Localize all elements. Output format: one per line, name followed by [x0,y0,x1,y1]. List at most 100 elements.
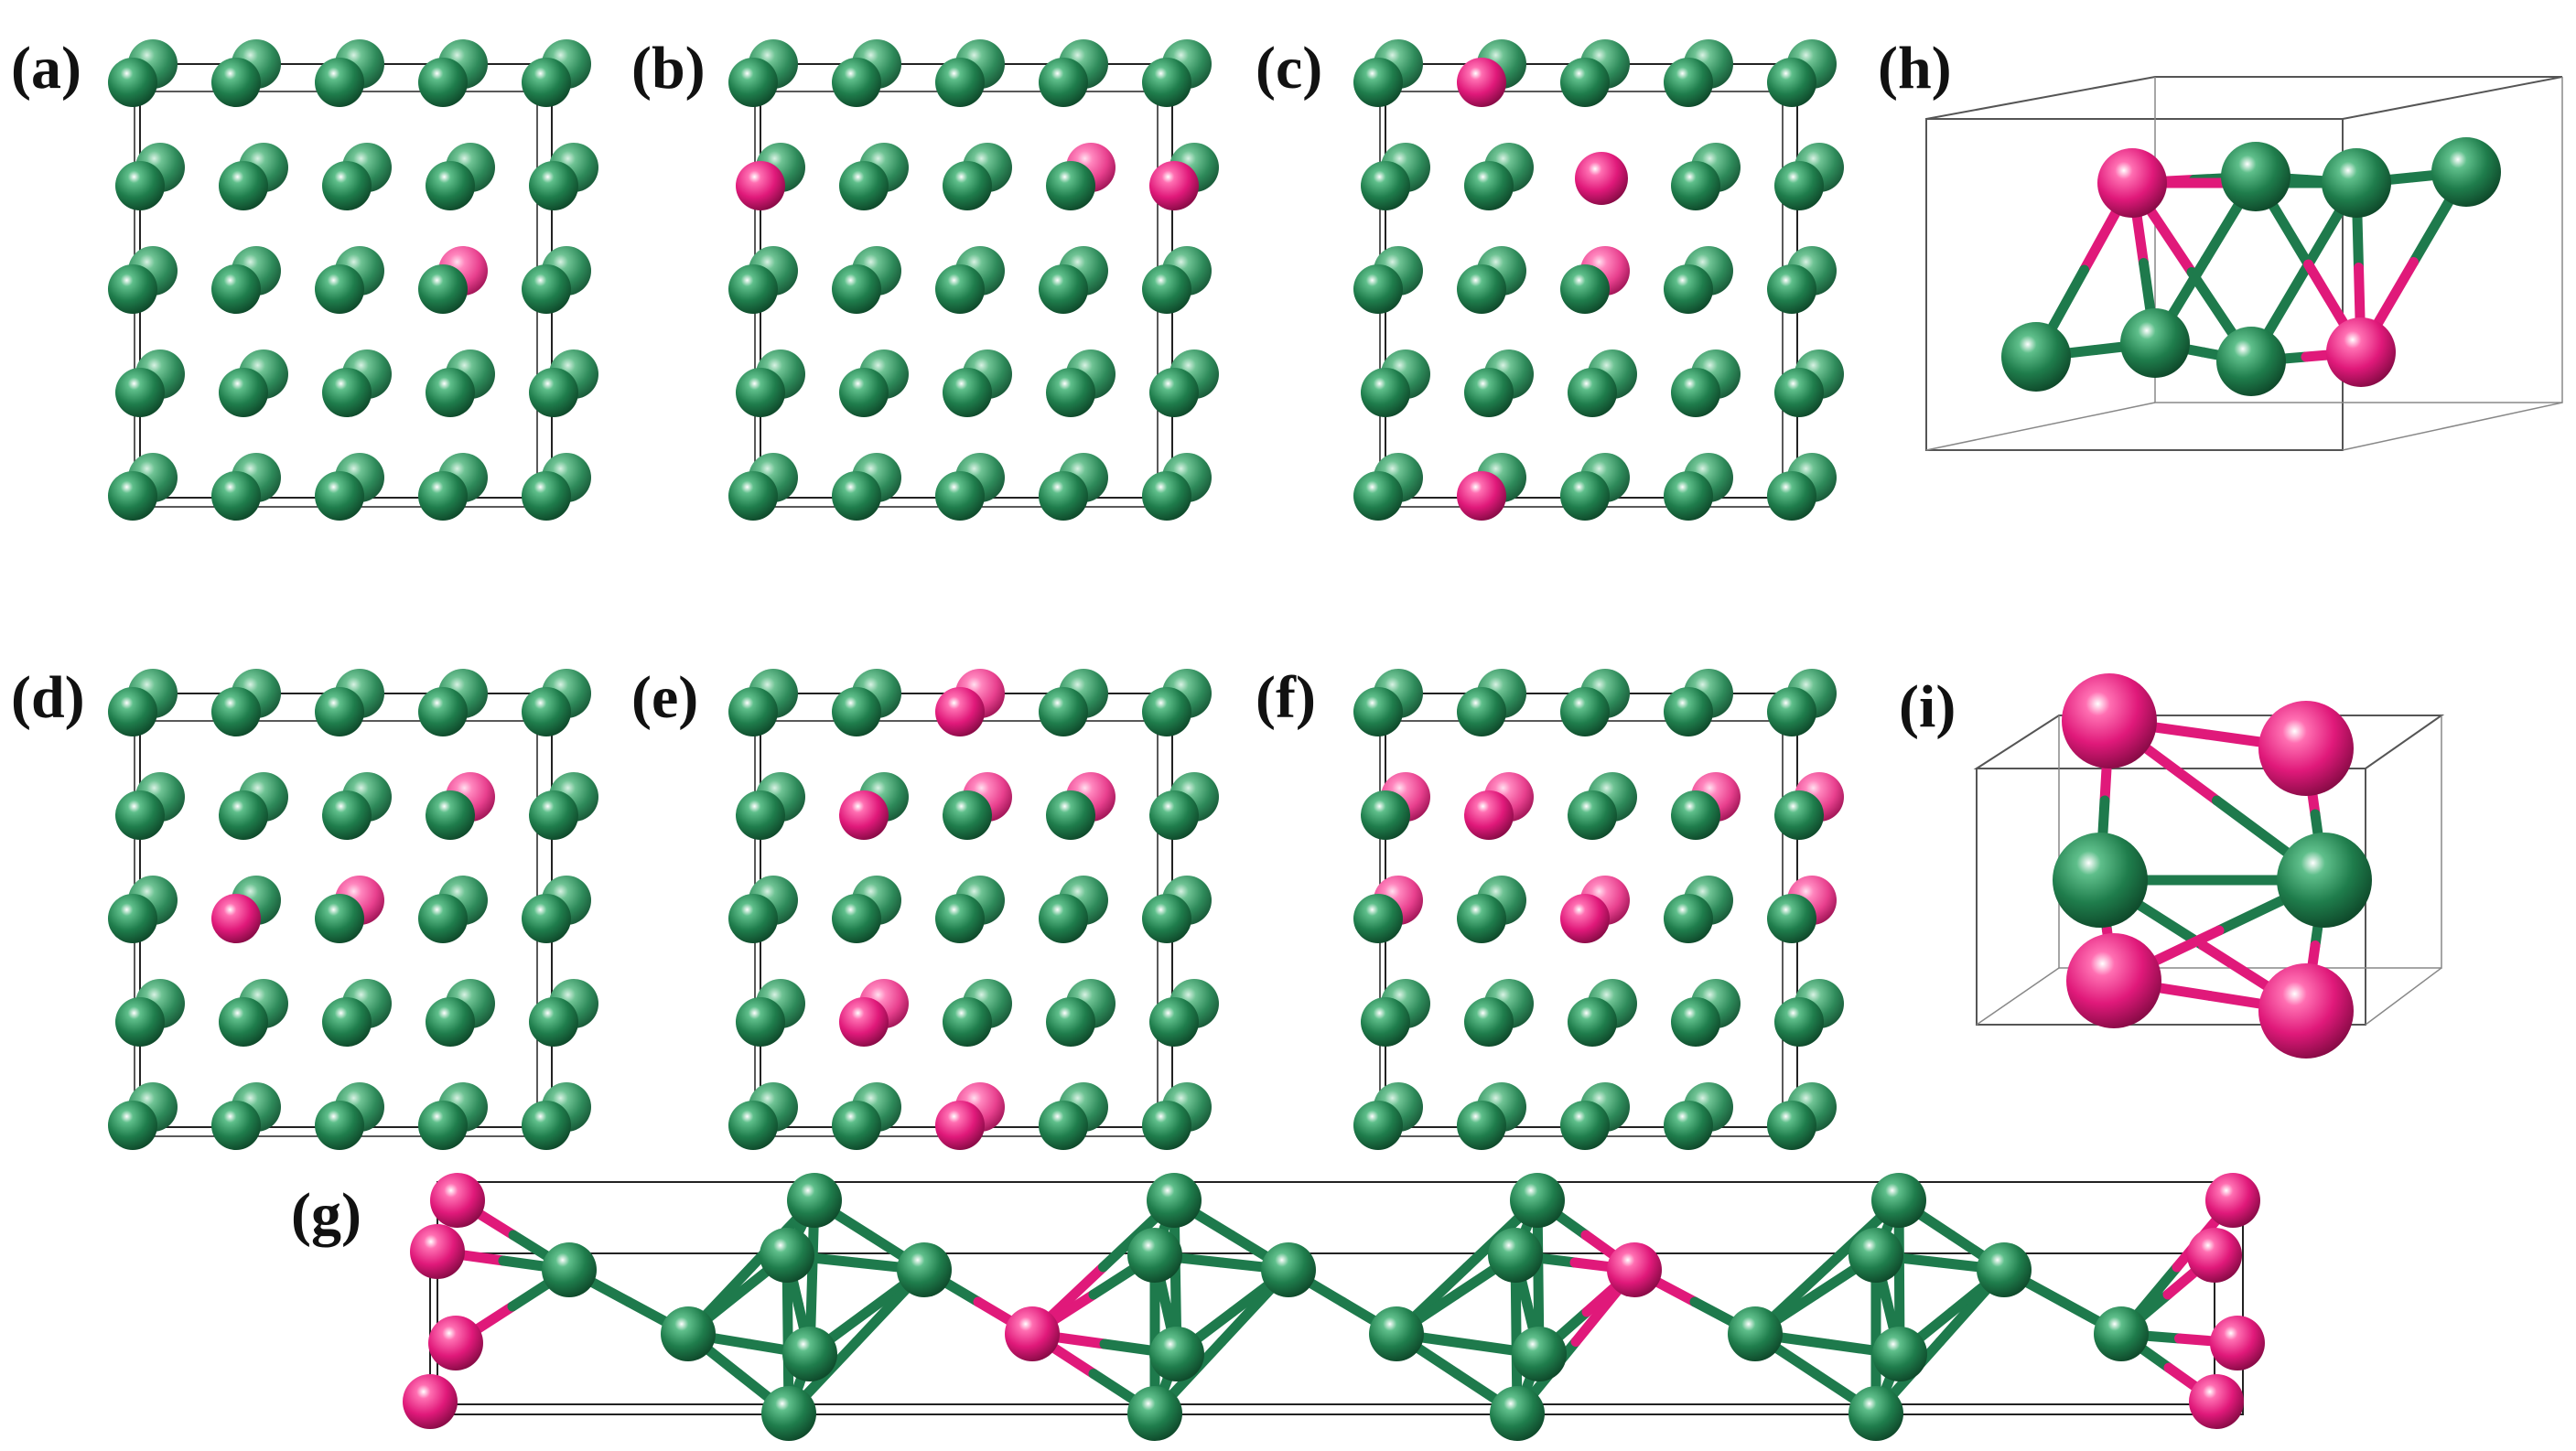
magenta-atom [403,1374,458,1429]
green-atom [943,790,992,840]
green-atom [736,368,785,417]
green-atom [943,997,992,1047]
unit-cell-outline [1925,76,2563,120]
green-atom [943,161,992,210]
magenta-atom [1607,1242,1662,1297]
green-atom [426,997,475,1047]
green-atom [782,1327,837,1381]
magenta-atom [1457,58,1506,107]
unit-cell-outline [1925,402,2156,451]
green-atom [315,1101,364,1150]
panel-label-f: (f) [1256,664,1316,731]
green-atom [1046,368,1095,417]
green-atom [1353,687,1403,736]
green-atom [108,1101,157,1150]
green-atom [1512,1327,1567,1381]
green-atom [728,471,778,521]
green-atom [1767,687,1816,736]
green-atom [115,997,165,1047]
green-atom [322,161,372,210]
green-atom [935,471,985,521]
magenta-atom [2205,1173,2260,1228]
green-atom [728,58,778,107]
panel-label-e: (e) [631,664,699,731]
green-atom [1457,1101,1506,1150]
green-atom [1046,997,1095,1047]
green-atom [1664,471,1713,521]
panel-label-i: (i) [1899,673,1956,740]
green-atom [839,368,889,417]
green-atom [211,58,261,107]
supercell-outline [437,1181,2244,1415]
green-atom [1127,1386,1182,1441]
green-atom [108,264,157,314]
green-atom [108,471,157,521]
green-atom [426,790,475,840]
green-atom [661,1306,716,1361]
green-atom [1039,687,1088,736]
green-atom [1671,997,1720,1047]
magenta-atom [839,790,889,840]
green-atom [426,368,475,417]
green-atom [1457,894,1506,943]
green-atom [1149,368,1199,417]
green-atom [418,894,468,943]
green-atom [1671,790,1720,840]
magenta-atom [211,894,261,943]
green-atom [1464,161,1514,210]
green-atom [1977,1242,2032,1297]
green-atom [935,58,985,107]
green-atom [1774,997,1824,1047]
green-atom [1664,894,1713,943]
green-atom [1664,1101,1713,1150]
green-atom [1568,368,1617,417]
magenta-atom [2097,148,2167,218]
green-atom [760,1228,814,1283]
panel-label-d: (d) [11,664,85,731]
green-atom [1149,997,1199,1047]
green-atom [728,264,778,314]
green-atom [315,58,364,107]
magenta-atom [1560,894,1610,943]
green-atom [736,790,785,840]
green-atom [1457,264,1506,314]
green-atom [2094,1306,2149,1361]
green-atom [219,161,268,210]
green-atom [418,687,468,736]
green-atom [1767,58,1816,107]
unit-cell-outline [1976,967,2060,1026]
green-atom [315,687,364,736]
green-atom [529,997,578,1047]
magenta-atom [1005,1306,1060,1361]
green-atom [219,368,268,417]
green-atom [522,264,571,314]
green-atom [1046,161,1095,210]
green-atom [1039,1101,1088,1150]
green-atom [832,471,881,521]
green-atom [832,58,881,107]
green-atom [728,894,778,943]
magenta-atom [1575,152,1628,205]
green-atom [1142,687,1191,736]
green-atom [1361,161,1410,210]
green-atom [522,687,571,736]
green-atom [1457,687,1506,736]
green-atom [1767,471,1816,521]
green-atom [418,1101,468,1150]
green-atom [1767,1101,1816,1150]
green-atom [1560,687,1610,736]
green-atom [322,790,372,840]
green-atom [2221,142,2290,211]
green-atom [1361,368,1410,417]
green-atom [1353,264,1403,314]
green-atom [418,264,468,314]
green-atom [108,687,157,736]
green-atom [1039,894,1088,943]
magenta-atom [839,997,889,1047]
green-atom [1767,894,1816,943]
green-atom [1848,1386,1903,1441]
green-atom [2216,327,2286,396]
green-atom [1728,1306,1783,1361]
green-atom [315,894,364,943]
green-atom [1142,264,1191,314]
